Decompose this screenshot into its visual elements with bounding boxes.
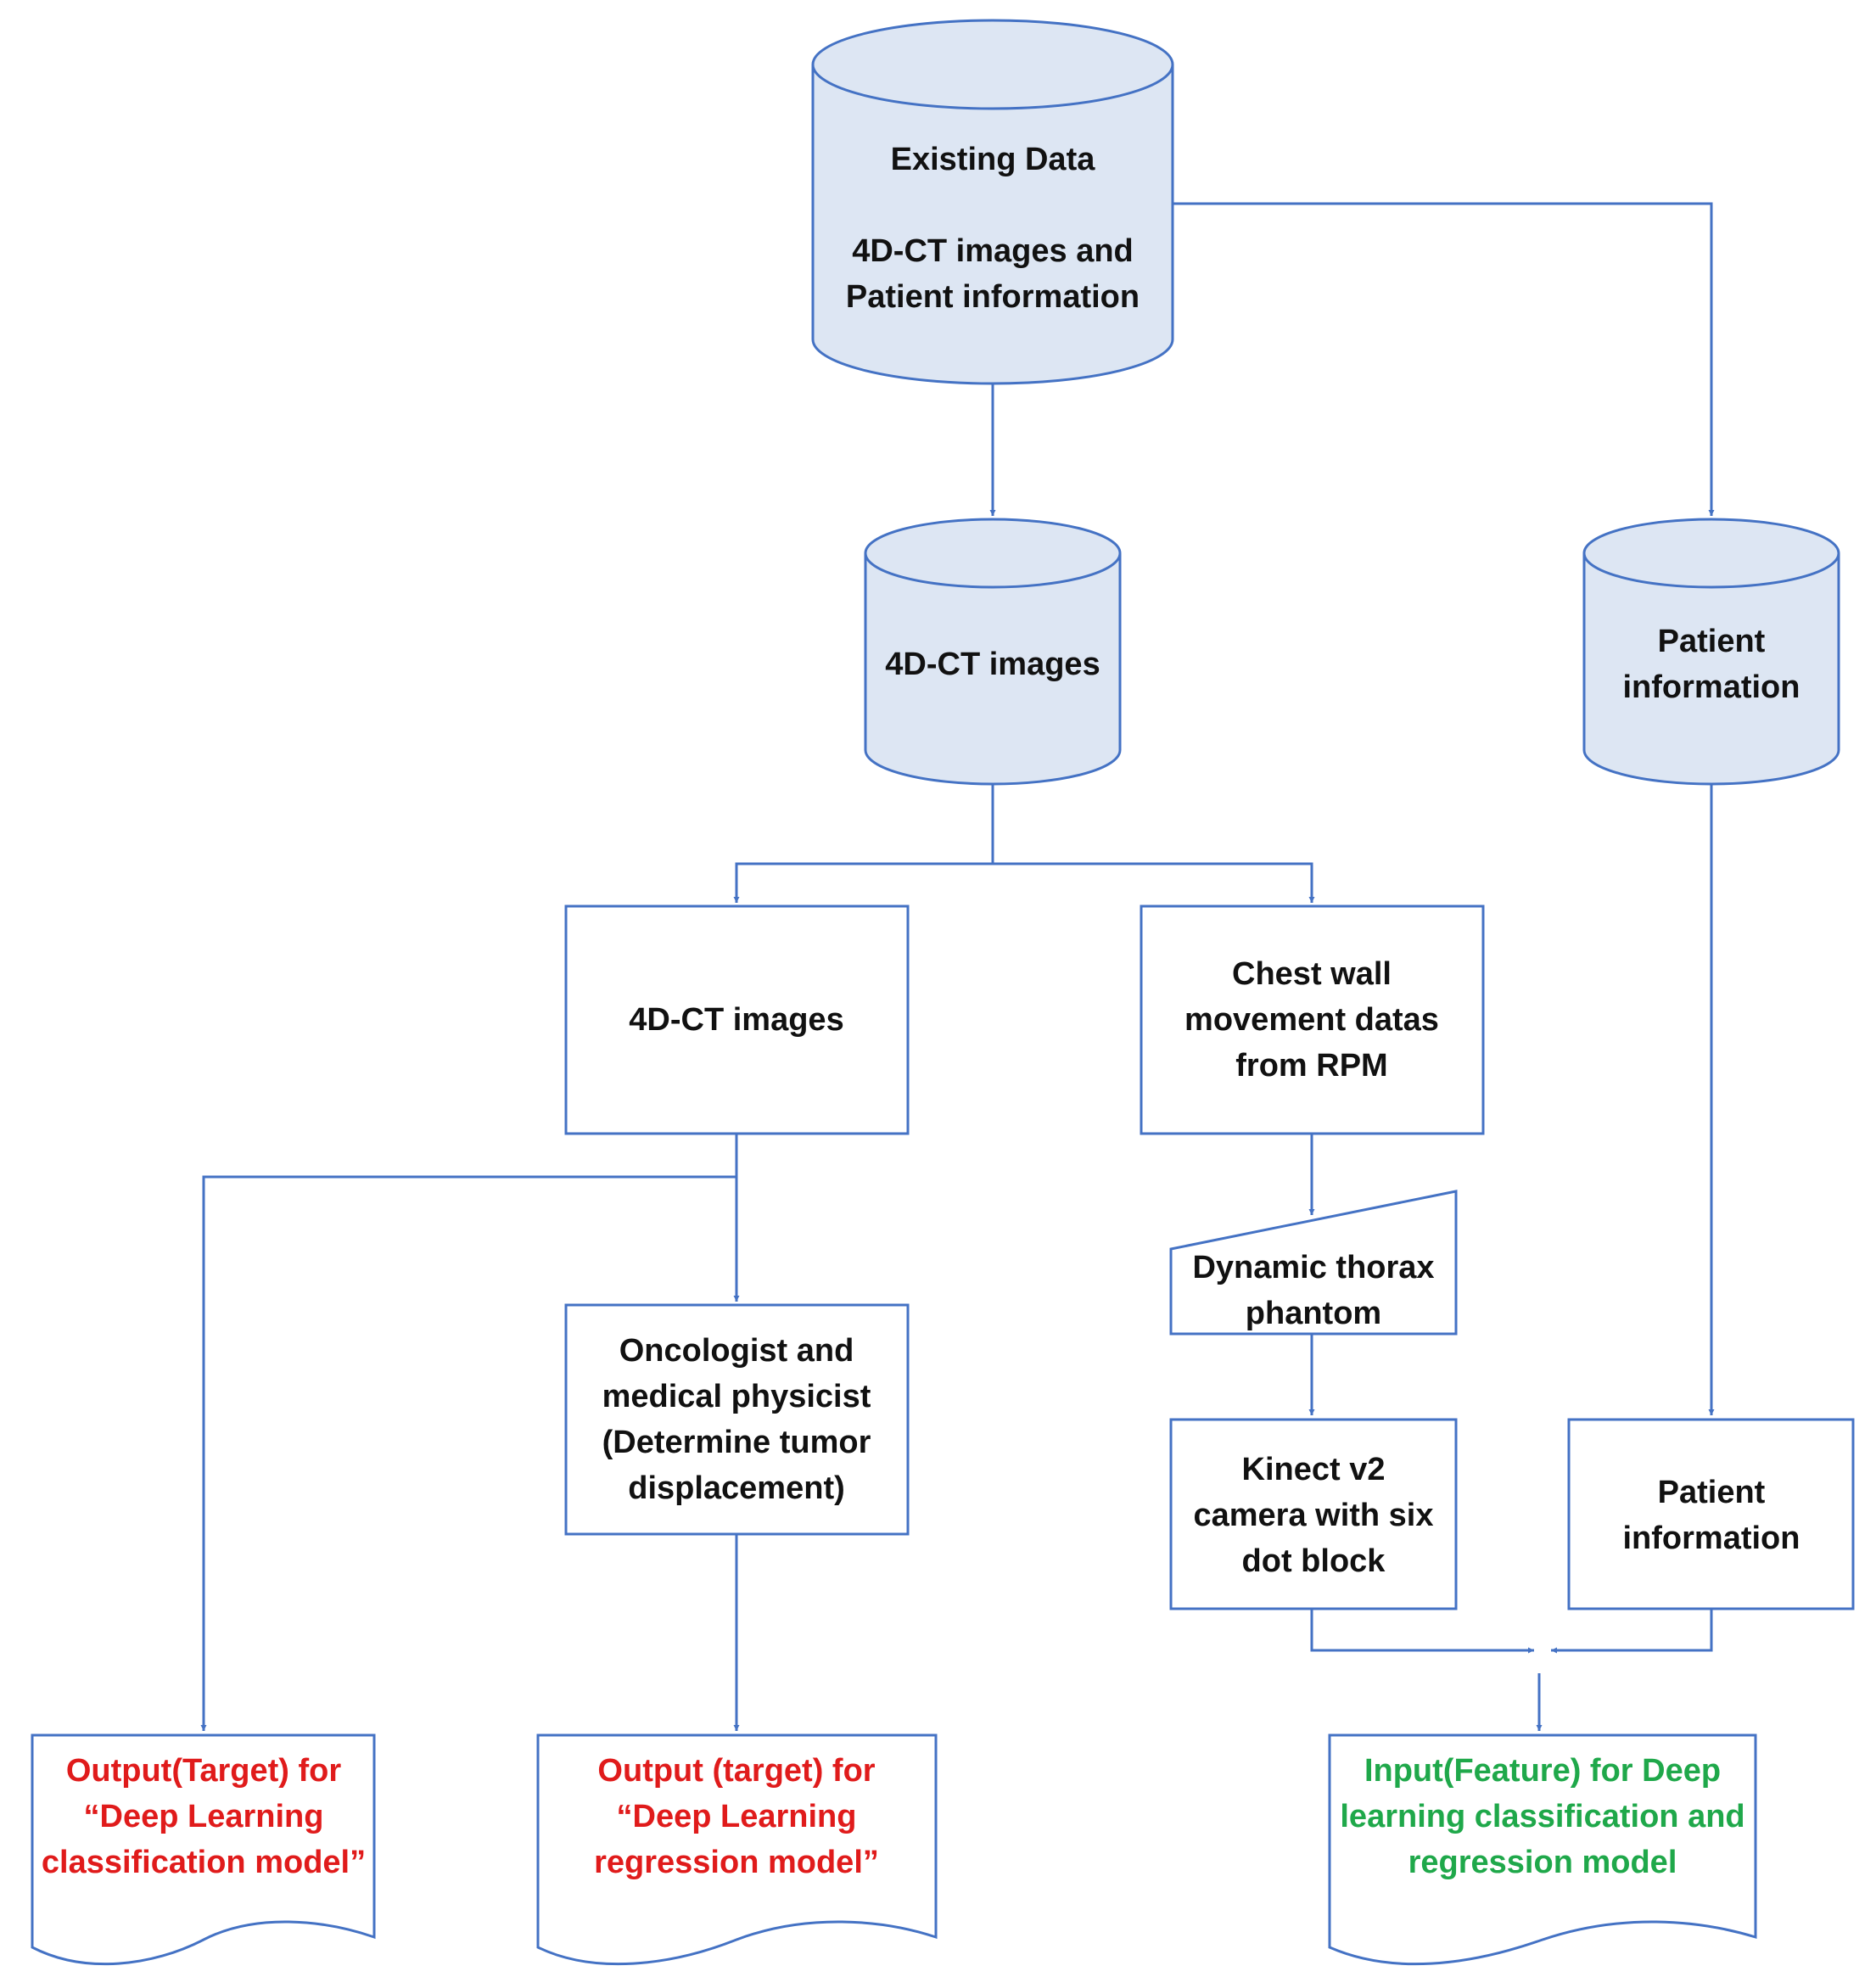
- output-regression-label-line: Output (target) for: [597, 1753, 875, 1789]
- ct-images-box: 4D-CT images: [564, 904, 910, 1135]
- patient-info-db-label-line: Patient: [1658, 624, 1766, 659]
- patient-info-box: Patient information: [1567, 1418, 1855, 1610]
- output-classification-label-line: Output(Target) for: [66, 1753, 342, 1789]
- existing-data-label-line: [988, 188, 998, 223]
- oncologist-label-line: medical physicist: [602, 1379, 871, 1414]
- kinect-label: Kinect v2 camera with six dot block: [1193, 1452, 1433, 1579]
- patient-info-box-label-line: Patient: [1658, 1475, 1766, 1510]
- kinect-box: Kinect v2 camera with six dot block: [1169, 1418, 1458, 1610]
- existing-data-label-line: 4D-CT images and: [852, 233, 1134, 269]
- kinect-label-line: Kinect v2: [1242, 1452, 1386, 1487]
- ct-images-box-label-line: 4D-CT images: [629, 1002, 843, 1038]
- input-feature-label-line: learning classification and: [1340, 1799, 1744, 1834]
- chest-wall-label-line: movement datas: [1184, 1002, 1439, 1038]
- patient-info-db-label: Patient information: [1623, 624, 1800, 705]
- existing-data-label-line: Patient information: [846, 279, 1140, 315]
- input-feature-document: Input(Feature) for Deep learning classifi…: [1328, 1733, 1757, 1966]
- chest-wall-label-line: Chest wall: [1232, 956, 1392, 992]
- input-feature-label: Input(Feature) for Deep learning classifi…: [1340, 1753, 1744, 1880]
- input-feature-label-line: Input(Feature) for Deep: [1364, 1753, 1721, 1789]
- output-regression-label: Output (target) for “Deep Learning regress…: [594, 1753, 879, 1880]
- ct-images-cylinder: 4D-CT images: [864, 518, 1122, 786]
- output-regression-label-line: regression model”: [594, 1845, 879, 1880]
- patient-info-cylinder: Patient information: [1582, 518, 1840, 786]
- chest-wall-box: Chest wall movement datas from RPM: [1140, 904, 1485, 1135]
- connector-patient-box-to-merge: [1551, 1609, 1713, 1654]
- patient-info-box-label: Patient information: [1623, 1475, 1800, 1556]
- patient-info-box-label-line: information: [1623, 1521, 1800, 1556]
- phantom-label: Dynamic thorax phantom: [1192, 1250, 1434, 1331]
- output-classification-label: Output(Target) for “Deep Learning classifi…: [42, 1753, 366, 1880]
- oncologist-label: Oncologist and medical physicist (Determin…: [602, 1333, 871, 1506]
- ct-images-db-label-line: 4D-CT images: [885, 647, 1100, 682]
- output-regression-document: Output (target) for “Deep Learning regress…: [536, 1733, 938, 1966]
- ct-images-box-label: 4D-CT images: [629, 1002, 843, 1038]
- kinect-label-line: camera with six: [1193, 1498, 1433, 1533]
- connector-ct-db-to-ct-box: [733, 784, 994, 903]
- phantom-label-line: phantom: [1246, 1296, 1381, 1331]
- chest-wall-label: Chest wall movement datas from RPM: [1184, 956, 1439, 1084]
- oncologist-label-line: displacement): [628, 1470, 845, 1506]
- kinect-label-line: dot block: [1242, 1543, 1386, 1579]
- ct-images-db-label: 4D-CT images: [885, 647, 1100, 682]
- output-regression-label-line: “Deep Learning: [617, 1799, 857, 1834]
- connector-kinect-to-merge: [1310, 1609, 1534, 1654]
- output-classification-label-line: classification model”: [42, 1845, 366, 1880]
- output-classification-label-line: “Deep Learning: [84, 1799, 324, 1834]
- patient-info-db-label-line: information: [1623, 669, 1800, 705]
- existing-data-label-line: Existing Data: [891, 142, 1096, 177]
- connector-existing-to-patient-db: [1173, 202, 1715, 516]
- phantom-label-line: Dynamic thorax: [1192, 1250, 1434, 1285]
- oncologist-label-line: Oncologist and: [619, 1333, 854, 1369]
- output-classification-document: Output(Target) for “Deep Learning classifi…: [31, 1733, 376, 1966]
- input-feature-label-line: regression model: [1408, 1845, 1677, 1880]
- oncologist-label-line: (Determine tumor: [602, 1425, 871, 1460]
- connector-ct-db-to-chest-wall: [993, 862, 1315, 903]
- oncologist-box: Oncologist and medical physicist (Determin…: [564, 1303, 910, 1536]
- phantom-manual-input: Dynamic thorax phantom: [1169, 1190, 1458, 1336]
- connector-ct-box-to-output-classification: [200, 1175, 736, 1731]
- chest-wall-label-line: from RPM: [1235, 1048, 1387, 1084]
